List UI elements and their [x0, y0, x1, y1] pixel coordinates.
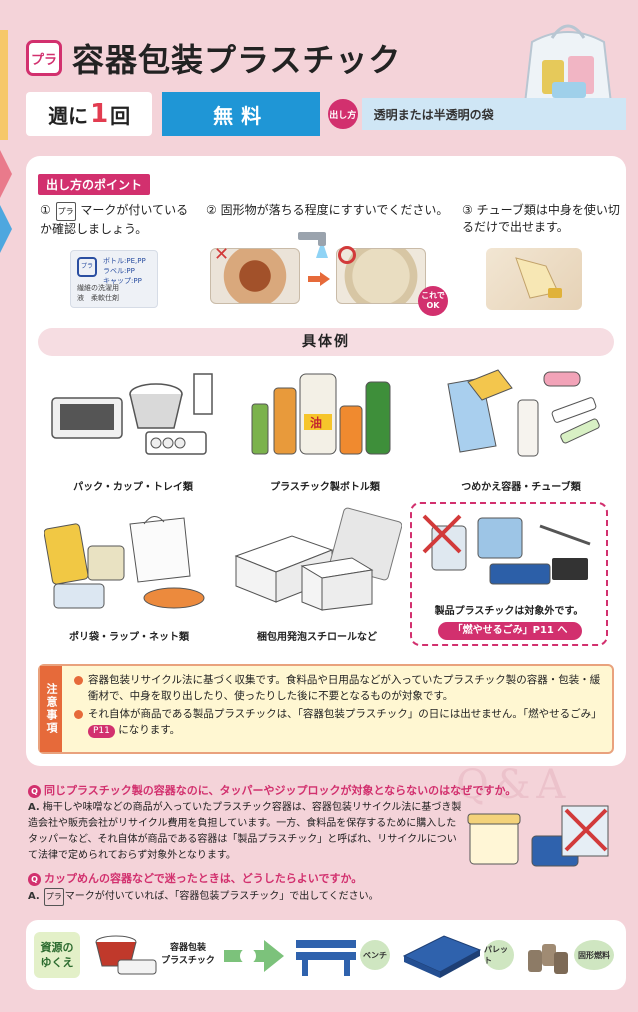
arrow-right-icon: [308, 272, 330, 286]
page-title: 容器包装プラスチック: [72, 41, 402, 79]
plastic-bottles-illustration: 油: [251, 373, 391, 455]
index-tab-blue: [0, 205, 12, 253]
schedule-row: 週に 1 回 無料 出し方 透明または半透明の袋: [26, 92, 626, 136]
tupperware-illustration: [467, 805, 609, 867]
not-target-box: [410, 502, 608, 646]
index-tab-pink: [0, 150, 12, 198]
examples-title: 具体例: [38, 328, 614, 356]
category-label: つめかえ容器・チューブ類: [461, 482, 581, 493]
x-mark-icon: ✕: [214, 244, 230, 265]
output-solid-fuel: 固形燃料: [574, 940, 614, 970]
output-pallet: パレット: [484, 940, 514, 970]
material-label-card: プラ ボトル:PE,PP ラベル:PP キャップ:PP 繊維の洗濯用 液 柔軟仕…: [70, 250, 158, 308]
refill-tube-illustration: [447, 369, 600, 457]
how-to-badge: 出し方: [327, 99, 358, 129]
faucet-icon: [298, 232, 328, 258]
caution-item: それ自体が商品である製品プラスチックは、「容器包装プラスチック」の日には出せませ…: [74, 706, 604, 738]
category-label: ポリ袋・ラップ・ネット類: [69, 632, 189, 643]
answer-1: A.梅干しや味噌などの商品が入っていたプラスチック容器は、容器包装リサイクル法に…: [28, 802, 462, 861]
output-bench: ベンチ: [360, 940, 390, 970]
transparent-bag-icon: [522, 24, 614, 119]
not-target-text: 製品プラスチックは対象外です。: [434, 606, 584, 617]
caution-list: 容器包装リサイクル法に基づく収集です。食料品や日用品などが入っていたプラスチック…: [74, 672, 604, 740]
caution-box: 注意事項 容器包装リサイクル法に基づく収集です。食料品や日用品などが入っていたプ…: [38, 664, 614, 754]
category-label: 梱包用発泡スチロールなど: [257, 632, 377, 643]
side-index-tabs: [0, 0, 12, 260]
category-label: プラスチック製ボトル類: [270, 482, 380, 493]
collection-frequency: 週に 1 回: [26, 92, 153, 136]
dirty-tray-image: [210, 248, 300, 304]
o-mark-icon: [338, 246, 356, 264]
pla-mark-icon: プラ: [55, 202, 76, 221]
cup-tray-icon: [95, 935, 157, 975]
svg-text:油: 油: [310, 415, 322, 430]
caution-item: 容器包装リサイクル法に基づく収集です。食料品や日用品などが入っていたプラスチック…: [74, 672, 604, 704]
plastic-bag-wrap-net-illustration: [44, 516, 205, 609]
bench-icon: [296, 940, 356, 976]
page-ref-badge: P11: [88, 725, 115, 738]
pack-cup-tray-illustration: [51, 373, 213, 455]
index-tab-yellow: [0, 30, 8, 140]
pla-mark-icon: プラ: [77, 257, 97, 277]
recycle-arrow-icon: [224, 940, 284, 972]
source-label: 容器包装 プラスチック: [161, 943, 215, 966]
caution-tag: 注意事項: [40, 666, 62, 752]
tube-image: [486, 248, 582, 310]
points-label: 出し方のポイント: [38, 174, 151, 195]
step-2: ② 固形物が落ちる程度にすすいでください。: [206, 203, 449, 217]
resource-destination: 資源の ゆくえ 容器包装 プラスチック ベンチ パレット 固形燃料: [26, 920, 626, 990]
category-label: パック・カップ・トレイ類: [73, 482, 193, 493]
qa-watermark: Q&A: [456, 762, 572, 808]
pla-mark-icon: プラ: [43, 888, 64, 906]
pla-recycle-icon: プラ: [26, 40, 62, 76]
step-3: ③ チューブ類は中身を使い切るだけで出せます。: [462, 203, 620, 234]
burnable-link[interactable]: 「燃やせるごみ」P11 へ: [438, 622, 582, 640]
pallet-icon: [402, 935, 482, 978]
fee-badge: 無料: [162, 92, 320, 136]
page-header: プラ 容器包装プラスチック: [26, 30, 506, 86]
ok-badge: これで OK: [418, 286, 448, 316]
solid-fuel-icon: [528, 944, 568, 974]
product-plastic-illustration: [422, 514, 591, 585]
how-to-text: 透明または半透明の袋: [361, 98, 626, 130]
step-1: ① プラ マークが付いているか確認しましょう。: [40, 202, 189, 236]
main-panel: 出し方のポイント ① プラ マークが付いているか確認しましょう。 ② 固形物が落…: [26, 156, 626, 766]
styrofoam-packaging-illustration: [234, 507, 402, 611]
resource-tag: 資源の ゆくえ: [34, 932, 80, 978]
answer-2: A.プラマークが付いていれば、「容器包装プラスチック」で出してください。: [28, 888, 448, 906]
